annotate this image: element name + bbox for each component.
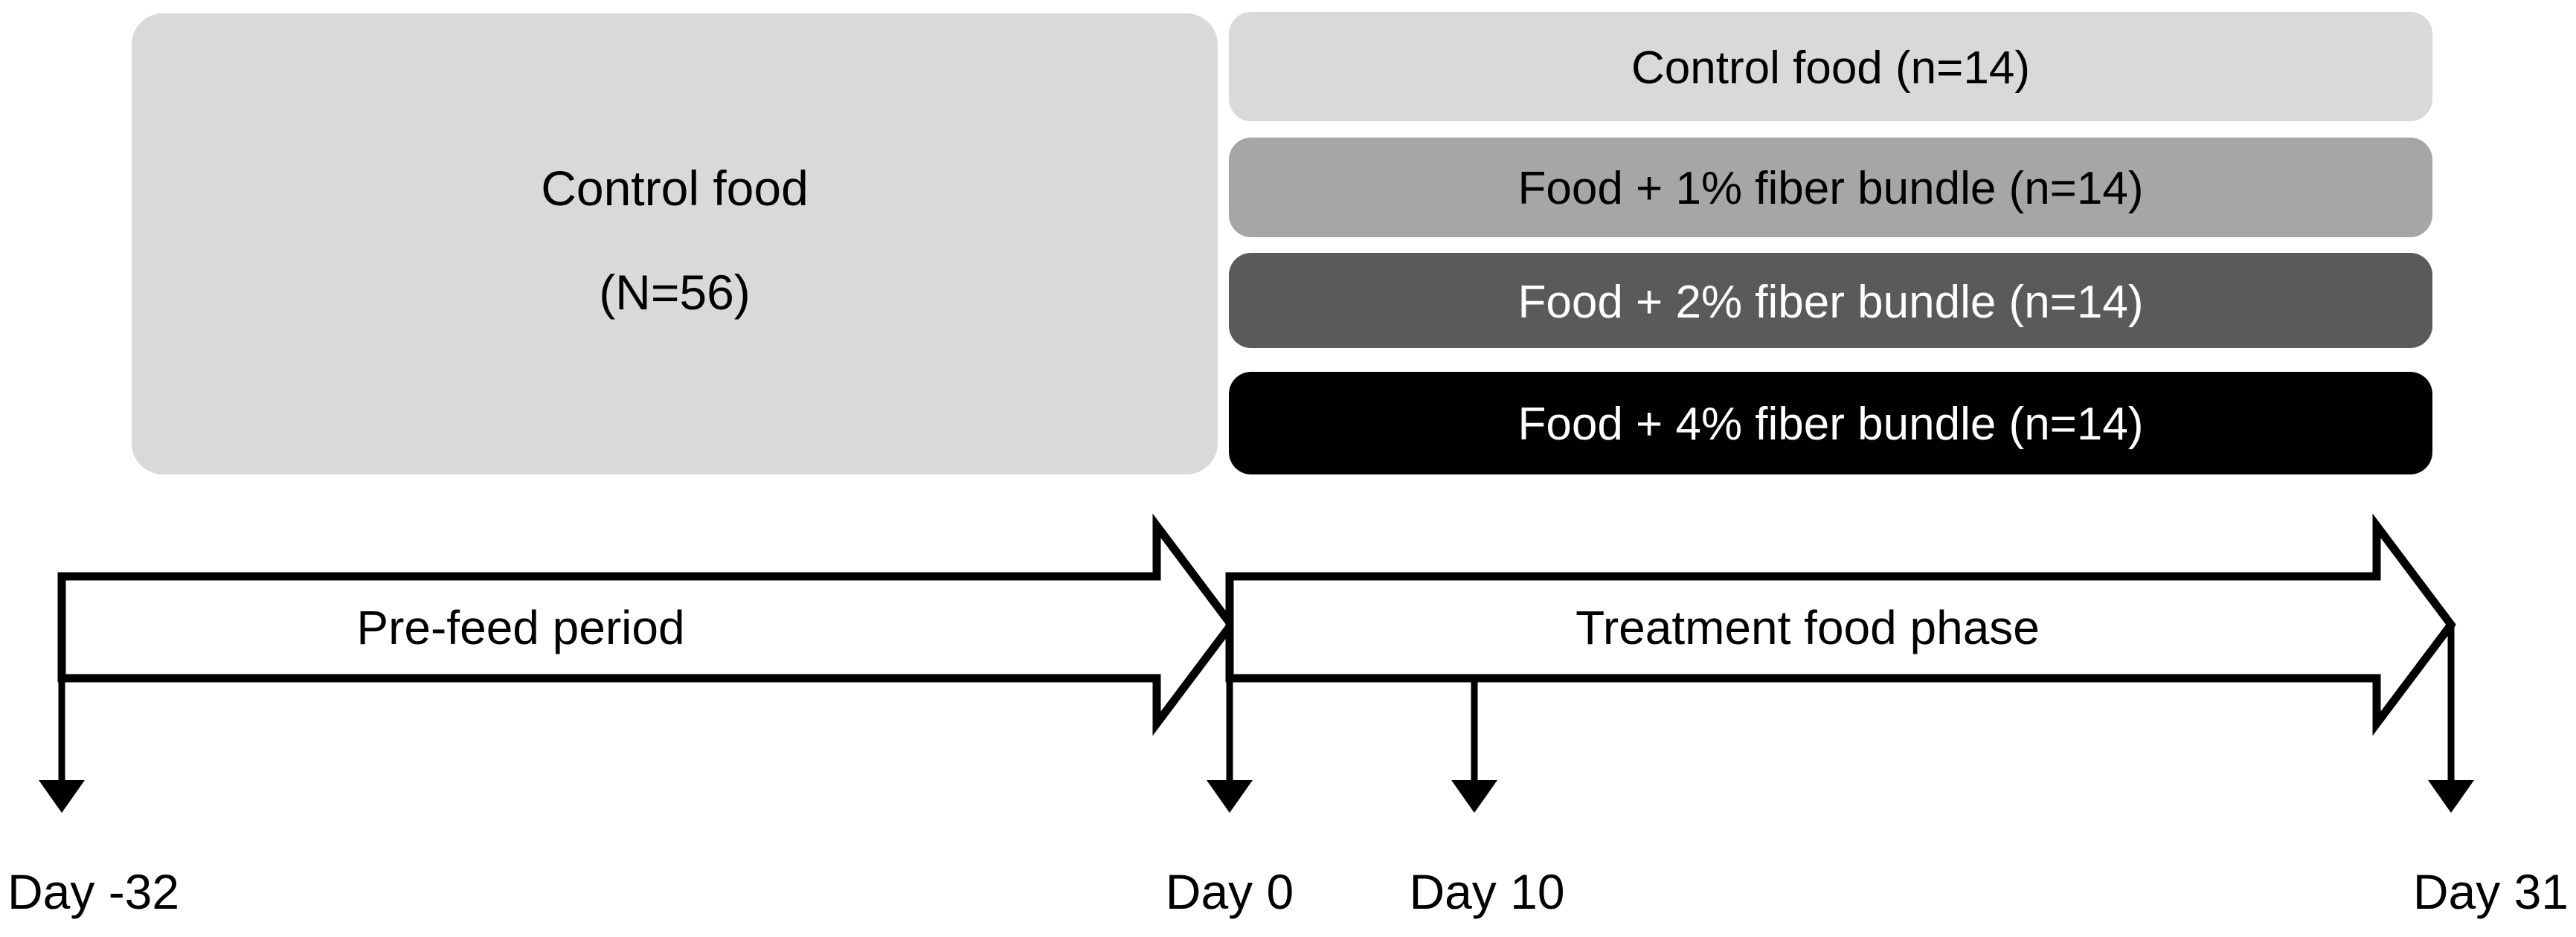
timepoint-label-day-31: Day 31: [2413, 864, 2569, 919]
timepoint-arrowhead-day--32: [39, 780, 85, 813]
treatment-bar-fiber-4-label: Food + 4% fiber bundle (n=14): [1518, 399, 2144, 450]
treatment-bar-control: Control food (n=14): [1229, 12, 2432, 121]
treatment-bar-fiber-4: Food + 4% fiber bundle (n=14): [1229, 372, 2432, 474]
treatment-bar-control-label: Control food (n=14): [1631, 42, 2030, 94]
prefeed-control-box: [132, 13, 1218, 474]
treatment-bar-fiber-2: Food + 2% fiber bundle (n=14): [1229, 253, 2432, 348]
treatment-bar-fiber-4-shape: [1229, 372, 2432, 474]
timepoint-markers: [39, 576, 2474, 813]
prefeed-control-label-line1: Control food: [541, 161, 809, 216]
treatment-groups: Control food (n=14) Food + 1% fiber bund…: [1229, 12, 2432, 474]
treatment-bar-control-shape: [1229, 12, 2432, 121]
treatment-bar-fiber-1-label: Food + 1% fiber bundle (n=14): [1518, 163, 2144, 214]
phase-arrow-prefeed: Pre-feed period: [57, 513, 1236, 736]
timepoint-arrowhead-day-31: [2428, 780, 2474, 813]
timepoint-arrowhead-day-0: [1207, 780, 1253, 813]
phase-arrow-treatment-shape: [1225, 513, 2456, 736]
timepoint-marker-day-0: [1207, 678, 1253, 813]
timepoint-label-day-10: Day 10: [1409, 864, 1564, 919]
phase-arrow-prefeed-label: Pre-feed period: [356, 601, 684, 654]
treatment-bar-fiber-2-label: Food + 2% fiber bundle (n=14): [1518, 277, 2144, 328]
treatment-bar-fiber-1-shape: [1229, 138, 2432, 237]
prefeed-control-label-line2: (N=56): [599, 265, 751, 320]
phase-arrow-prefeed-shape: [57, 513, 1236, 736]
treatment-bar-fiber-2-shape: [1229, 253, 2432, 348]
timepoint-labels: Day -32 Day 0 Day 10 Day 31: [7, 864, 2569, 919]
treatment-bar-fiber-1: Food + 1% fiber bundle (n=14): [1229, 138, 2432, 237]
timepoint-marker-day-10: [1451, 678, 1497, 813]
timepoint-label-day-0: Day 0: [1166, 864, 1294, 919]
timepoint-marker-day--32: [39, 576, 85, 813]
timepoint-arrowhead-day-10: [1451, 780, 1497, 813]
phase-arrow-treatment-label: Treatment food phase: [1576, 601, 2040, 654]
timepoint-marker-day-31: [2428, 625, 2474, 813]
phase-arrow-treatment: Treatment food phase: [1225, 513, 2456, 736]
timepoint-label-day--32: Day -32: [7, 864, 179, 919]
prefeed-control-group: Control food (N=56): [132, 13, 1218, 474]
